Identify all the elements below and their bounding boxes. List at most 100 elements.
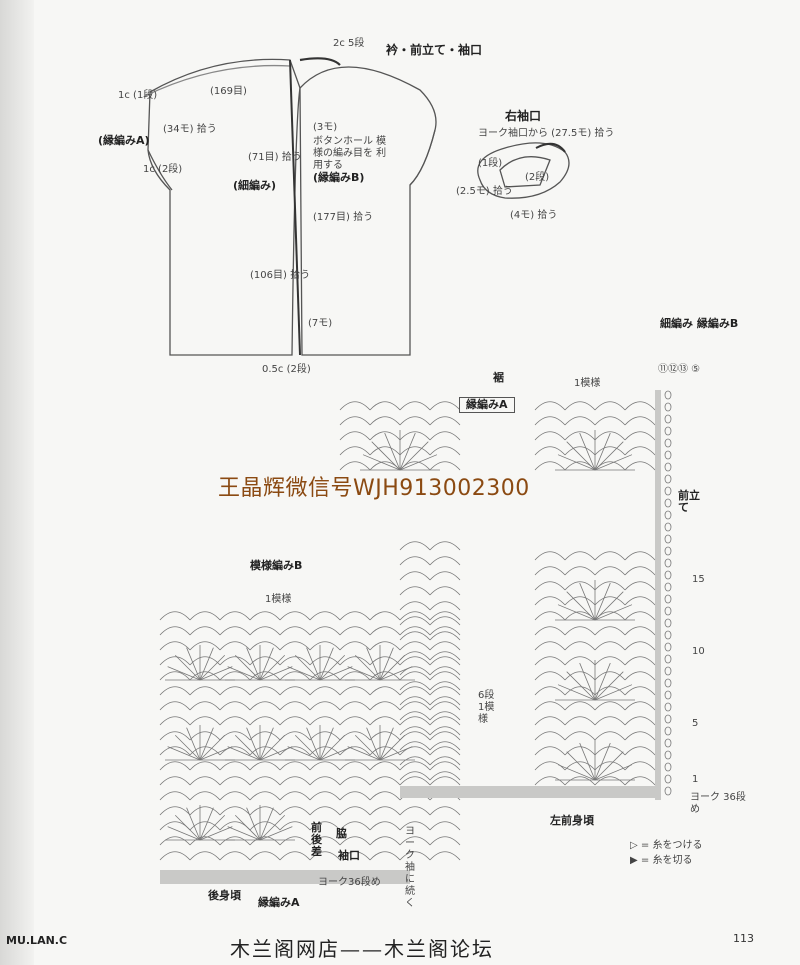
fan-stitch (566, 671, 596, 701)
scallop-stitch (159, 761, 191, 771)
scallop-stitch (279, 821, 311, 831)
scallop-stitch (564, 416, 596, 426)
scallop-stitch (369, 431, 401, 441)
scallop-stitch (279, 626, 311, 636)
scallop-stitch (339, 446, 371, 456)
book-gutter (0, 0, 34, 965)
scallop-stitch (219, 671, 251, 681)
scallop-stitch (624, 596, 656, 606)
front-177-label: (177目) 拾う (313, 212, 374, 223)
scallop-stitch (159, 791, 191, 801)
scallop-stitch (594, 776, 626, 786)
fan-stitch (199, 826, 233, 841)
scallop-stitch (429, 711, 461, 721)
scallop-stitch (399, 771, 431, 781)
fan-stitch (186, 647, 201, 681)
scallop-stitch (189, 626, 221, 636)
edge-a-label: (縁編みA) (98, 134, 150, 147)
chain-stitch (664, 618, 672, 628)
scallop-stitch (429, 631, 461, 641)
fan-stitch (306, 727, 321, 761)
scallop-stitch (249, 821, 281, 831)
scallop-stitch (594, 746, 626, 756)
scallop-stitch (429, 671, 461, 681)
scallop-stitch (399, 686, 431, 696)
scallop-stitch (624, 431, 656, 441)
scallop-stitch (279, 656, 311, 666)
row-marker-5: 5 (692, 718, 699, 729)
scallop-stitch (429, 416, 461, 426)
scallop-stitch (534, 401, 566, 411)
fan-stitch (354, 734, 381, 761)
scallop-stitch (429, 716, 461, 726)
fine-label: (細編み) (233, 179, 277, 192)
chain-stitch (664, 678, 672, 688)
fan-stitch (167, 746, 201, 761)
scallop-stitch (429, 731, 461, 741)
row-marker-10: 10 (692, 646, 705, 657)
scallop-stitch (594, 596, 626, 606)
scallop-stitch (279, 776, 311, 786)
scallop-stitch (159, 656, 191, 666)
scallop-stitch (339, 431, 371, 441)
scallop-stitch (429, 761, 461, 771)
fan-stitch (594, 684, 633, 701)
scallop-stitch (219, 761, 251, 771)
scallop-stitch (219, 776, 251, 786)
scallop-stitch (624, 611, 656, 621)
front-106-label: (106目) 拾う (250, 270, 311, 281)
chain-stitch (664, 594, 672, 604)
neck-rows-label: 2c 5段 (333, 38, 365, 49)
scallop-stitch (249, 626, 281, 636)
fan-stitch (199, 807, 214, 841)
scallop-stitch (249, 686, 281, 696)
scallop-stitch (309, 611, 341, 621)
chain-stitch (664, 402, 672, 412)
scallop-stitch (429, 746, 461, 756)
scallop-stitch (249, 836, 281, 846)
scallop-stitch (189, 836, 221, 846)
scallop-stitch (309, 656, 341, 666)
fan-stitch (259, 807, 274, 841)
fan-stitch (174, 654, 201, 681)
fan-stitch (579, 432, 596, 471)
scallop-stitch (279, 791, 311, 801)
scallop-stitch (564, 686, 596, 696)
scallop-stitch (339, 851, 371, 861)
scallop-stitch (369, 641, 401, 651)
scallop-stitch (369, 401, 401, 411)
scallop-stitch (279, 851, 311, 861)
scallop-stitch (249, 671, 281, 681)
scallop-stitch (309, 641, 341, 651)
scallop-stitch (309, 626, 341, 636)
scallop-stitch (564, 746, 596, 756)
scallop-stitch (279, 611, 311, 621)
scallop-stitch (399, 746, 431, 756)
scallop-stitch (219, 836, 251, 846)
scallop-stitch (219, 746, 251, 756)
side-center-label: 前後差 (311, 821, 322, 858)
scallop-stitch (369, 731, 401, 741)
edge-b-label: (縁編みB) (313, 171, 365, 184)
scallop-stitch (429, 666, 461, 676)
scallop-stitch (429, 616, 461, 626)
fan-stitch (594, 432, 611, 471)
scallop-stitch (369, 776, 401, 786)
scallop-stitch (429, 556, 461, 566)
chain-stitch (664, 462, 672, 472)
scallop-stitch (429, 626, 461, 636)
fan-stitch (594, 751, 624, 781)
scallop-stitch (534, 686, 566, 696)
scallop-stitch (624, 551, 656, 561)
fan-stitch (362, 454, 401, 471)
fan-stitch (594, 591, 624, 621)
side-rows-bottom-label: 1c (2段) (143, 164, 183, 175)
scallop-stitch (429, 571, 461, 581)
scallop-stitch (624, 641, 656, 651)
fan-stitch (287, 666, 321, 681)
scallop-stitch (309, 731, 341, 741)
scallop-stitch (399, 446, 431, 456)
scallop-stitch (429, 681, 461, 691)
fan-stitch (294, 734, 321, 761)
fan-stitch (319, 654, 346, 681)
